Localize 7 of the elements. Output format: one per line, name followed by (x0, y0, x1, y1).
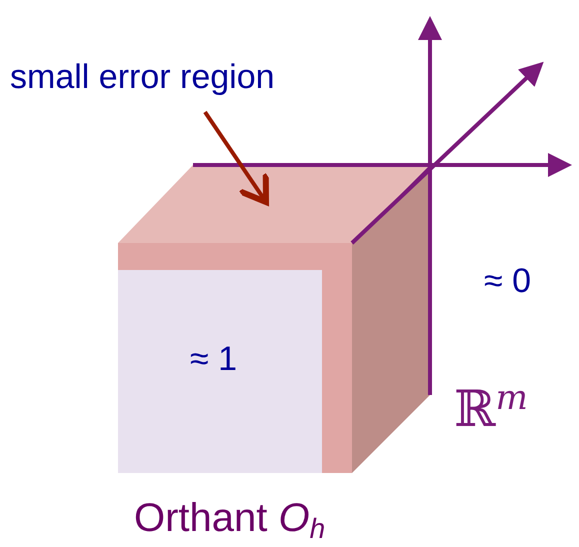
value-label: ≈ 0 (484, 261, 532, 302)
leader-arrow (203, 110, 269, 205)
space-label: ℝ$^{m}$ (454, 377, 528, 440)
cube-top-face (118, 165, 430, 243)
callout-text: small error region (10, 52, 275, 103)
orthant-label: Orthant O$_{h}$ (134, 495, 326, 542)
value-label: ≈ 1 (190, 339, 238, 380)
